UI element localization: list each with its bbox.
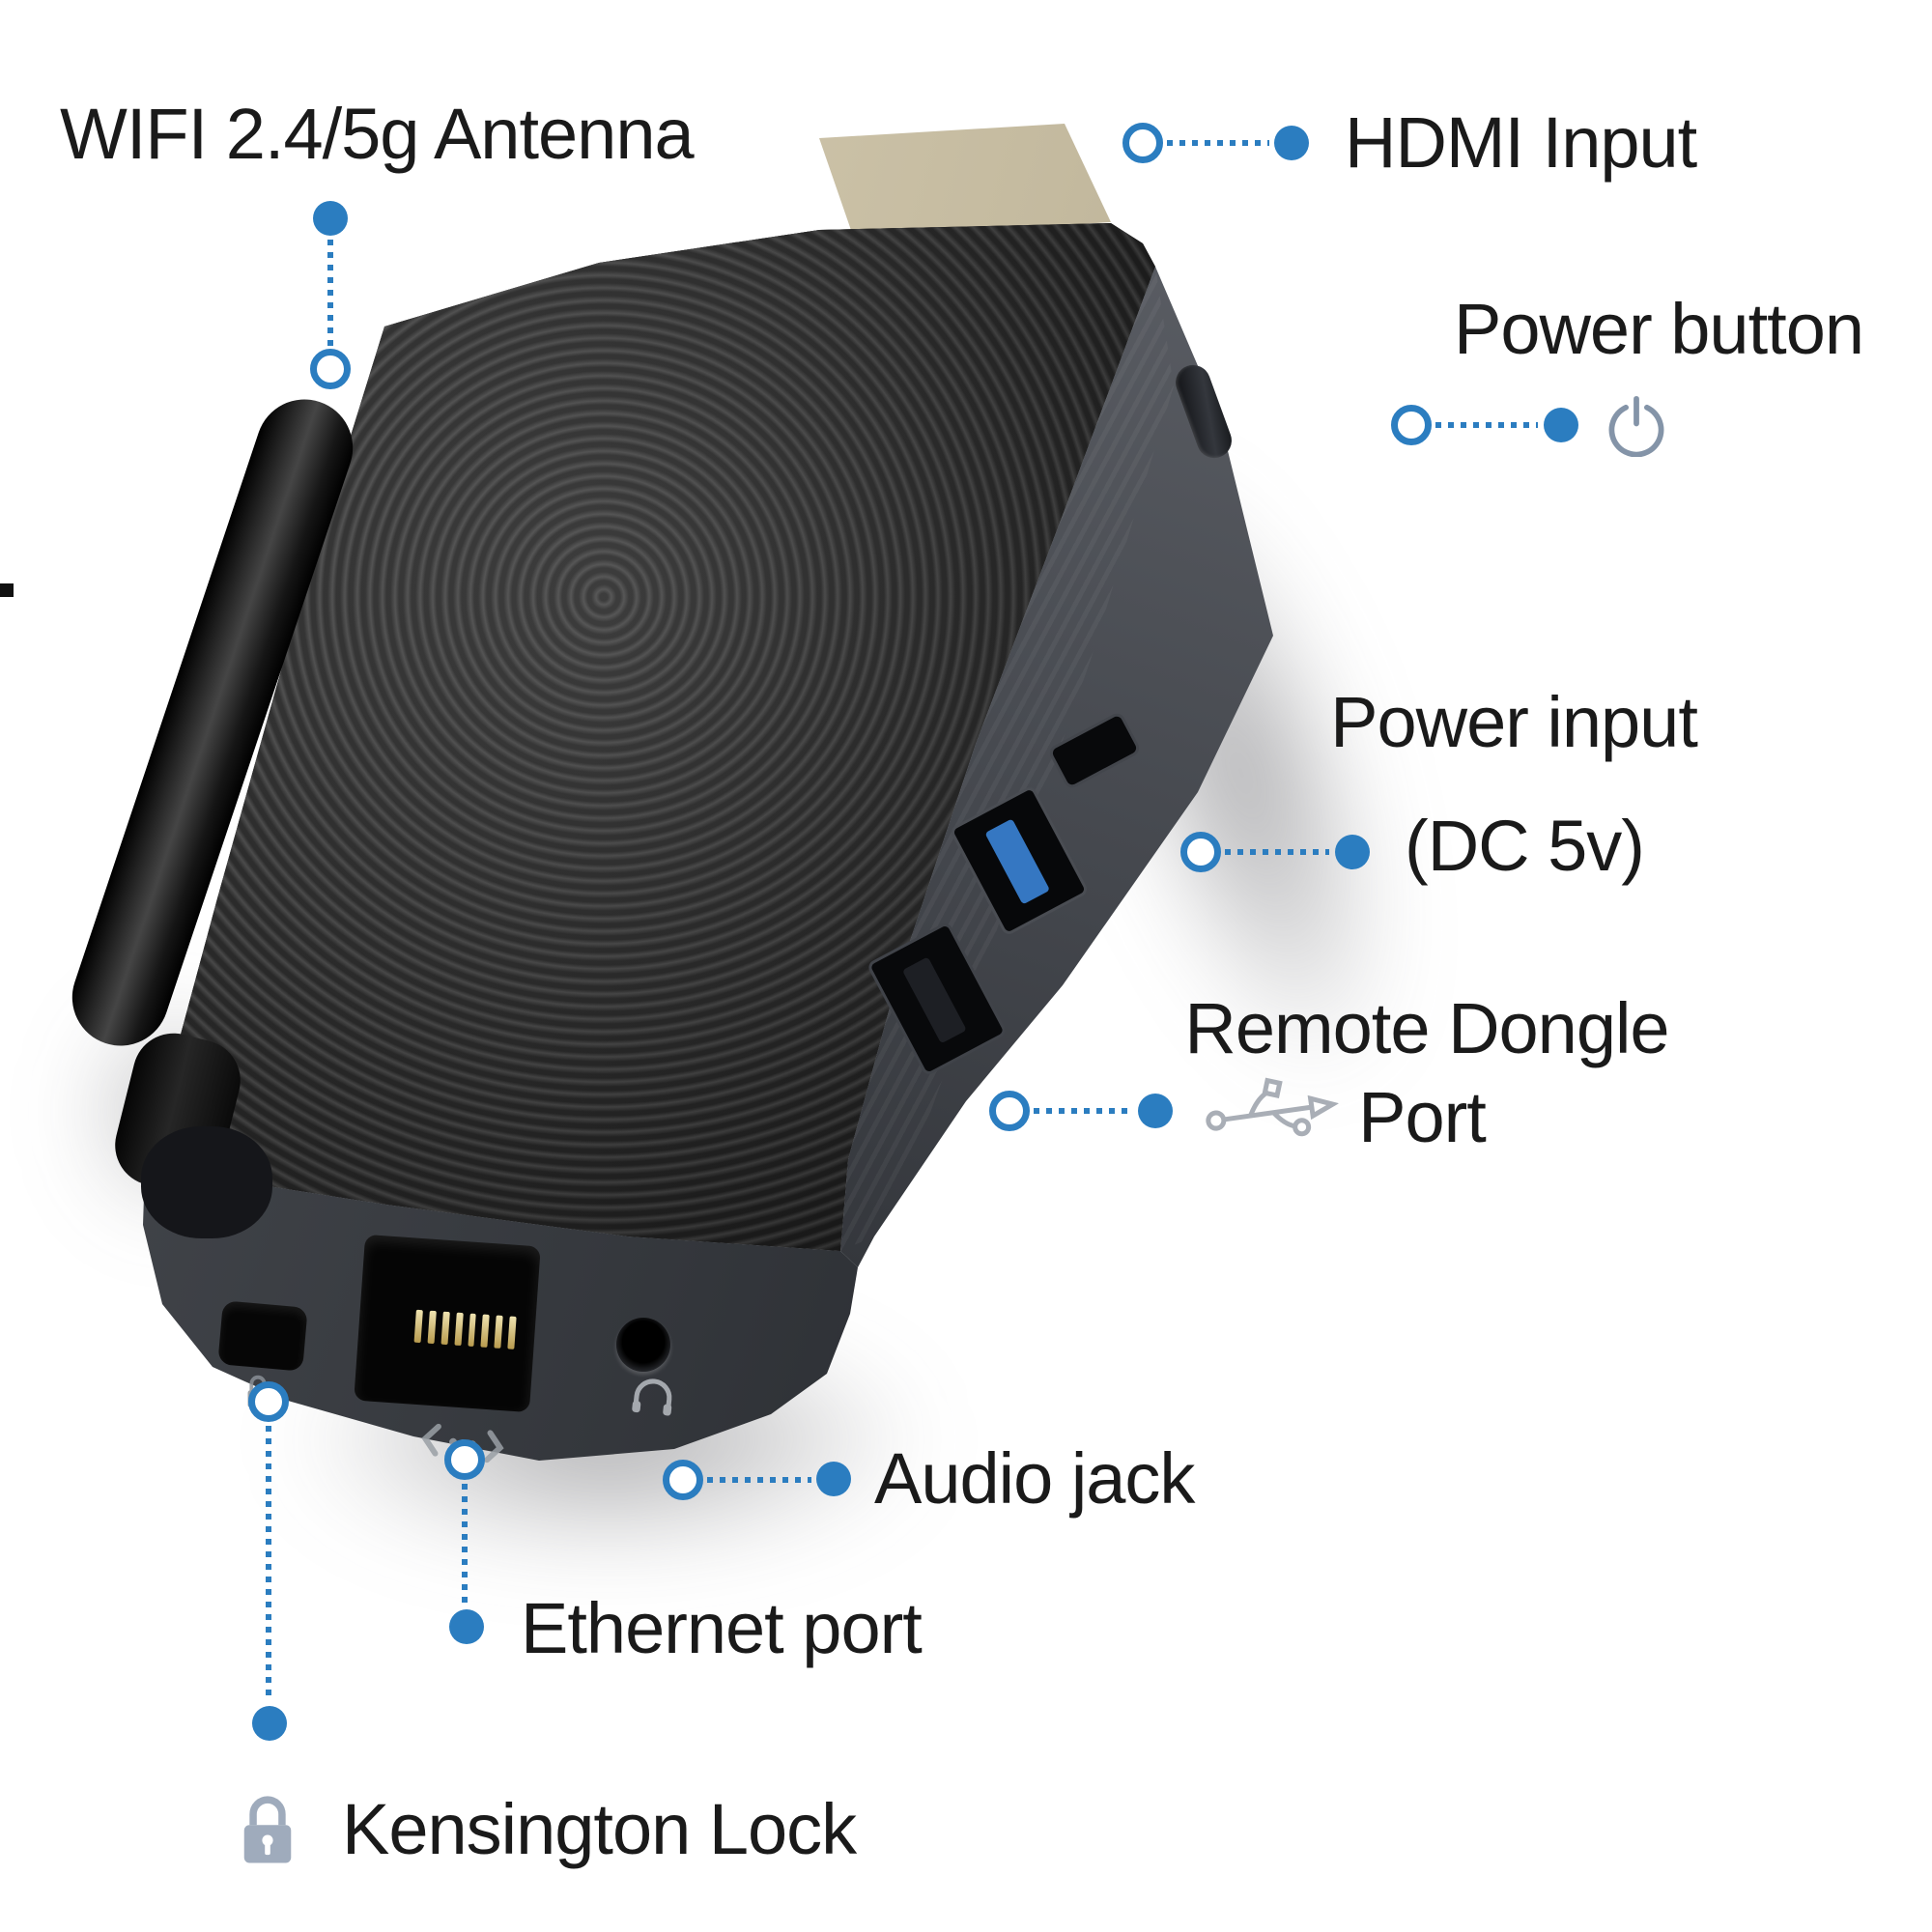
printed-headphone-icon [632, 1378, 672, 1416]
ethernet-port-label: Ethernet port [521, 1588, 923, 1668]
audio-jack-label: Audio jack [874, 1438, 1195, 1519]
usb-icon [1206, 1077, 1340, 1137]
wifi-callout-dot [313, 201, 348, 236]
kensington-leader-line [266, 1426, 271, 1702]
hdmi-leader-line [1167, 140, 1269, 146]
ethernet-callout-dot [449, 1609, 484, 1644]
lock-icon [243, 1796, 292, 1863]
wifi-leader-line [327, 240, 333, 348]
power-input-label-line2: (DC 5v) [1405, 806, 1645, 886]
remote-dongle-callout-ring [989, 1091, 1030, 1131]
audio-jack-hole [616, 1318, 670, 1372]
wifi-antenna-label: WIFI 2.4/5g Antenna [60, 94, 695, 174]
power-button-label: Power button [1453, 289, 1864, 369]
ethernet-jack [354, 1234, 541, 1413]
power-input-callout-ring [1180, 832, 1221, 872]
left-edge-mark [0, 583, 14, 597]
audio-callout-dot [816, 1462, 851, 1496]
power-icon [1608, 395, 1664, 457]
power-input-leader-line [1225, 849, 1329, 855]
kensington-callout-ring [248, 1381, 289, 1422]
remote-dongle-label-line1: Remote Dongle [1184, 988, 1669, 1068]
kensington-lock-label: Kensington Lock [342, 1789, 857, 1869]
antenna-base [141, 1126, 272, 1238]
power-input-label-line1: Power input [1330, 682, 1698, 762]
hdmi-callout-dot [1274, 126, 1309, 160]
remote-dongle-leader-line [1034, 1108, 1134, 1114]
ethernet-callout-ring [444, 1439, 485, 1480]
ethernet-leader-line [462, 1484, 468, 1605]
wifi-callout-ring [310, 349, 351, 389]
power-button-leader-line [1435, 422, 1538, 428]
hdmi-input-label: HDMI Input [1345, 102, 1697, 183]
power-button-callout-ring [1391, 405, 1432, 445]
kensington-callout-dot [252, 1706, 287, 1741]
audio-leader-line [707, 1477, 811, 1483]
kensington-slot [217, 1300, 308, 1372]
power-input-callout-dot [1335, 835, 1370, 869]
audio-callout-ring [663, 1460, 703, 1500]
hdmi-callout-ring [1122, 123, 1163, 163]
rj45-pins [413, 1309, 517, 1350]
power-button-callout-dot [1544, 408, 1578, 442]
remote-dongle-callout-dot [1138, 1094, 1173, 1128]
remote-dongle-label-line2: Port [1358, 1077, 1487, 1157]
